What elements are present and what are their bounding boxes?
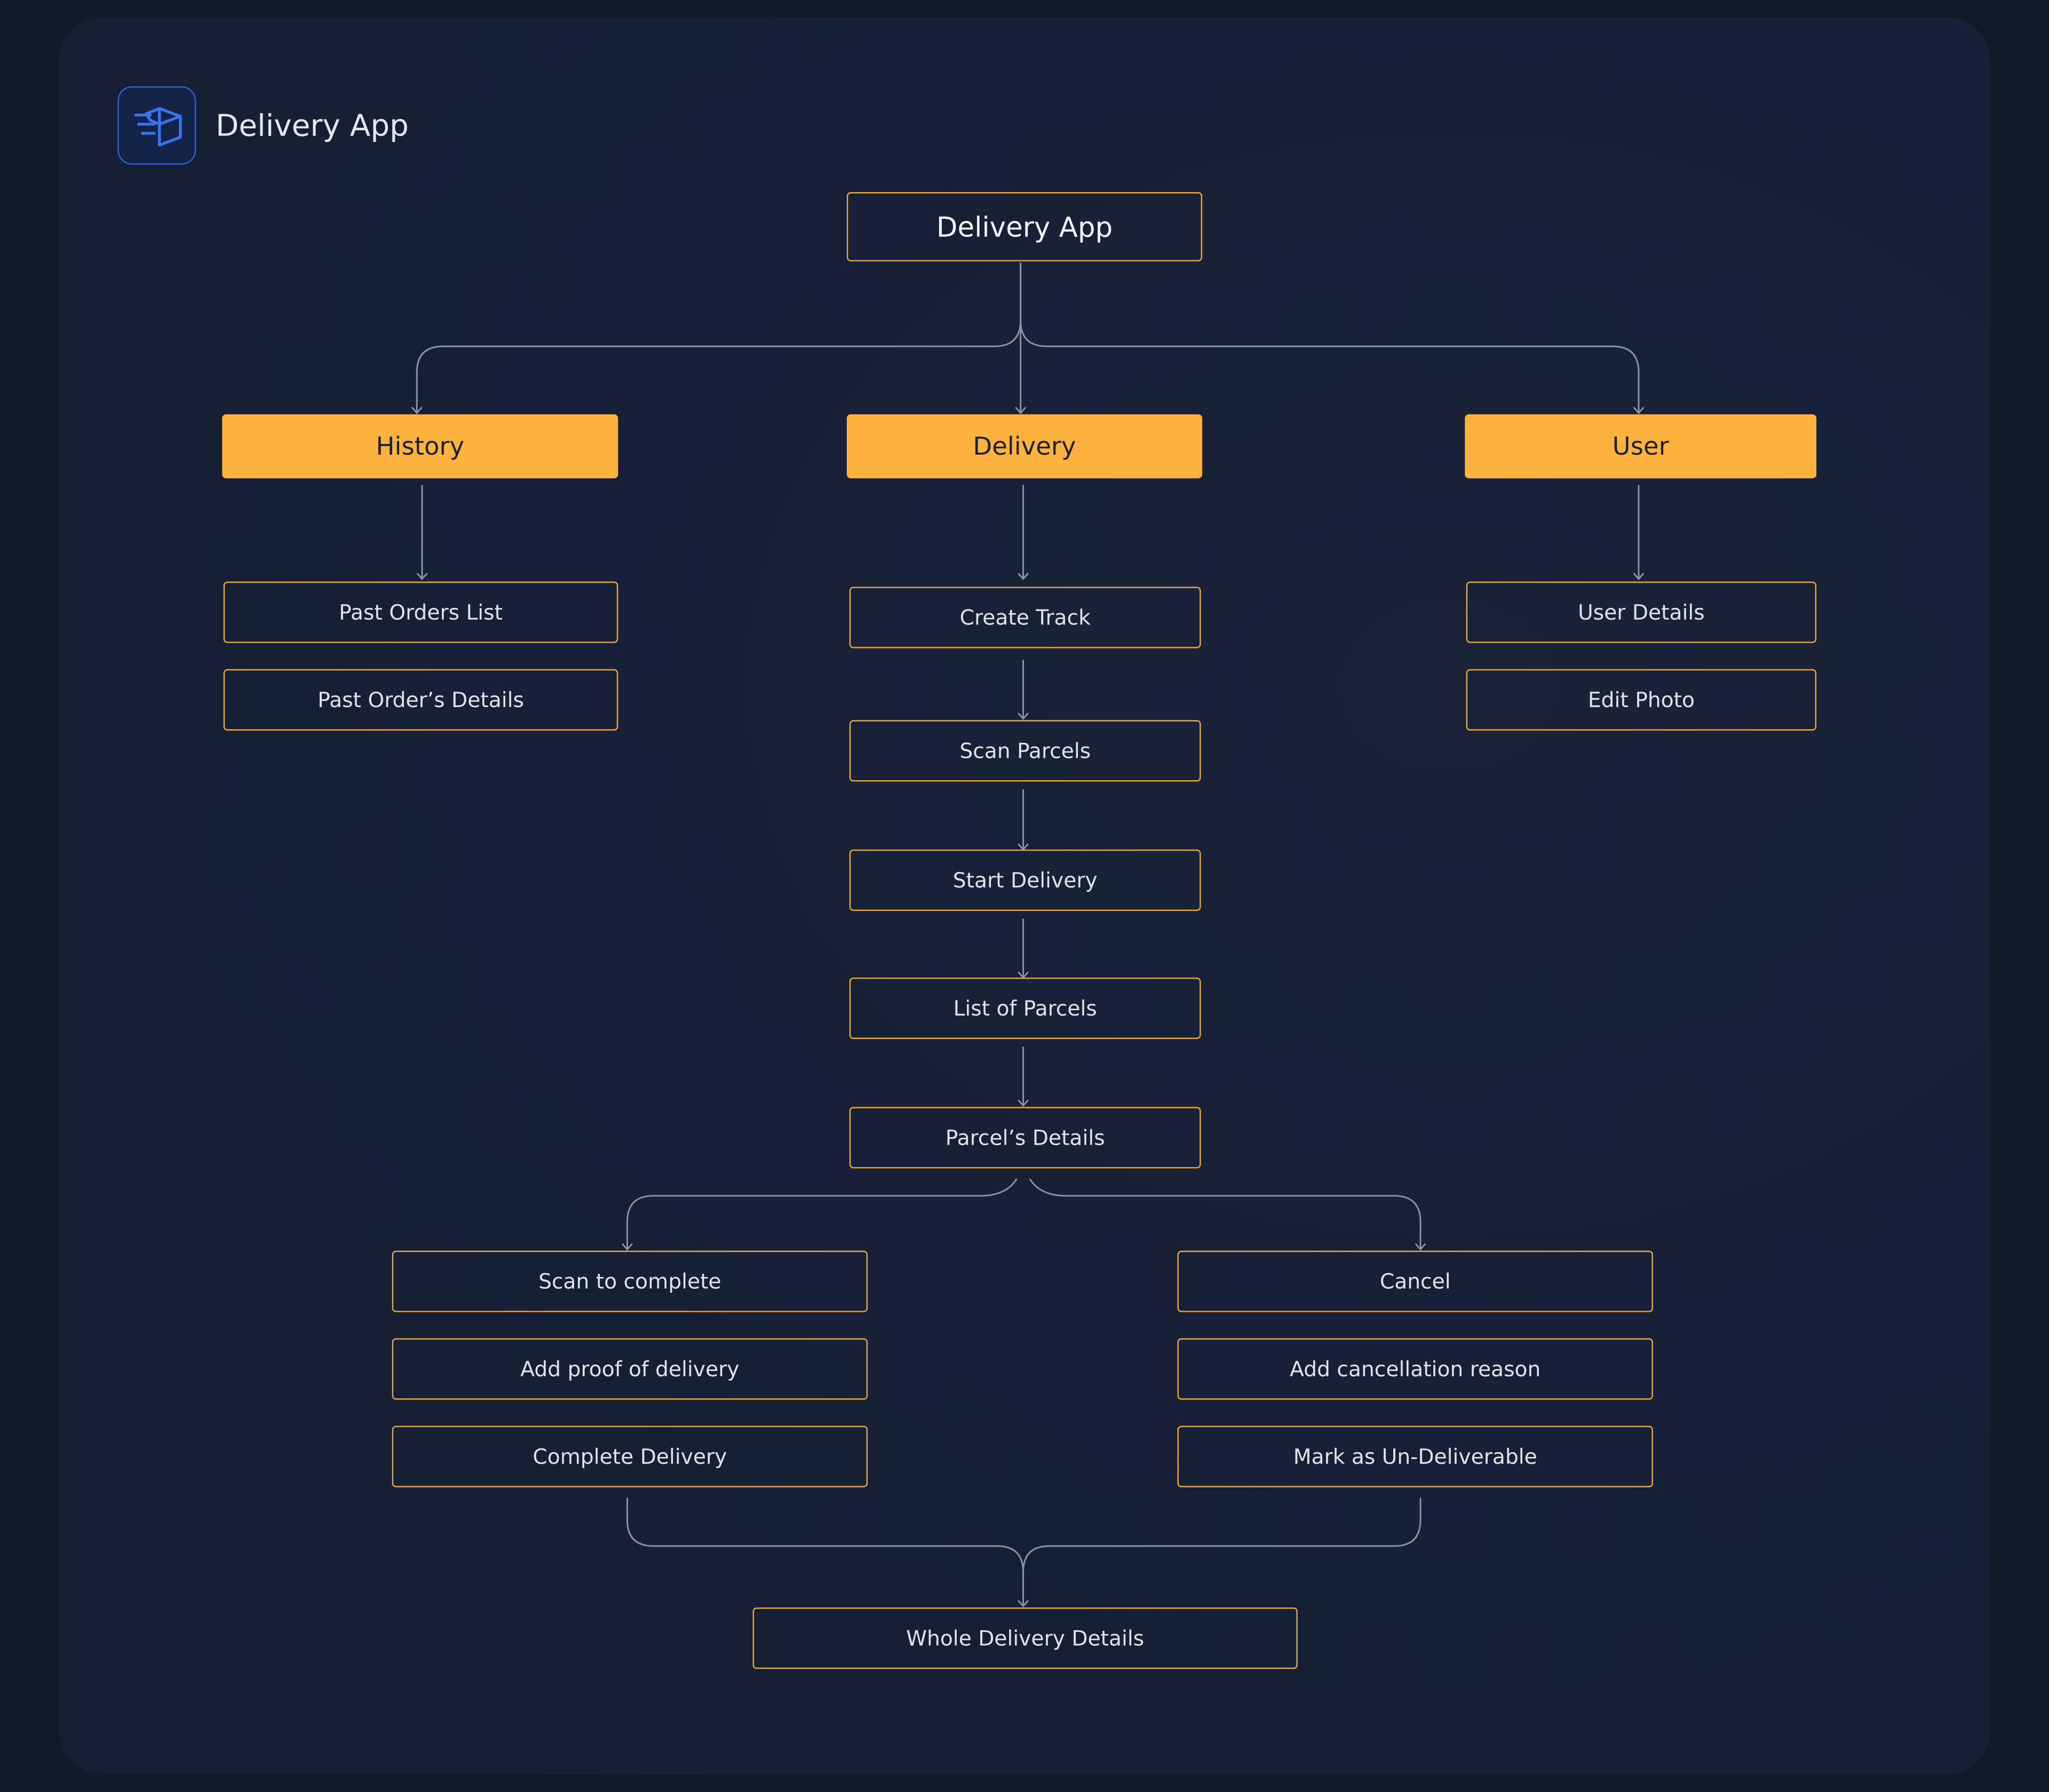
node-complete-delivery: Complete Delivery: [392, 1425, 868, 1487]
node-cancel: Cancel: [1177, 1250, 1653, 1312]
node-root: Delivery App: [846, 192, 1203, 261]
node-past-order-details: Past Order’s Details: [223, 669, 618, 731]
node-scan-parcels: Scan Parcels: [849, 720, 1201, 782]
node-whole-delivery-details: Whole Delivery Details: [752, 1607, 1298, 1669]
node-parcel-details: Parcel’s Details: [849, 1107, 1201, 1169]
delivery-box-icon: [117, 86, 196, 165]
node-start-delivery: Start Delivery: [849, 849, 1201, 911]
node-history: History: [222, 414, 618, 479]
node-delivery: Delivery: [846, 414, 1203, 479]
node-add-cancellation-reason: Add cancellation reason: [1177, 1338, 1653, 1400]
node-create-track: Create Track: [849, 586, 1201, 648]
diagram-card: [59, 17, 1990, 1775]
node-past-orders-list: Past Orders List: [223, 581, 618, 643]
node-user: User: [1465, 414, 1817, 479]
node-list-of-parcels: List of Parcels: [849, 977, 1201, 1039]
node-user-details: User Details: [1466, 581, 1817, 643]
node-mark-un-deliverable: Mark as Un-Deliverable: [1177, 1425, 1653, 1487]
node-add-proof-of-delivery: Add proof of delivery: [392, 1338, 868, 1400]
node-scan-to-complete: Scan to complete: [392, 1250, 868, 1312]
app-title: Delivery App: [216, 109, 409, 144]
node-edit-photo: Edit Photo: [1466, 669, 1817, 731]
